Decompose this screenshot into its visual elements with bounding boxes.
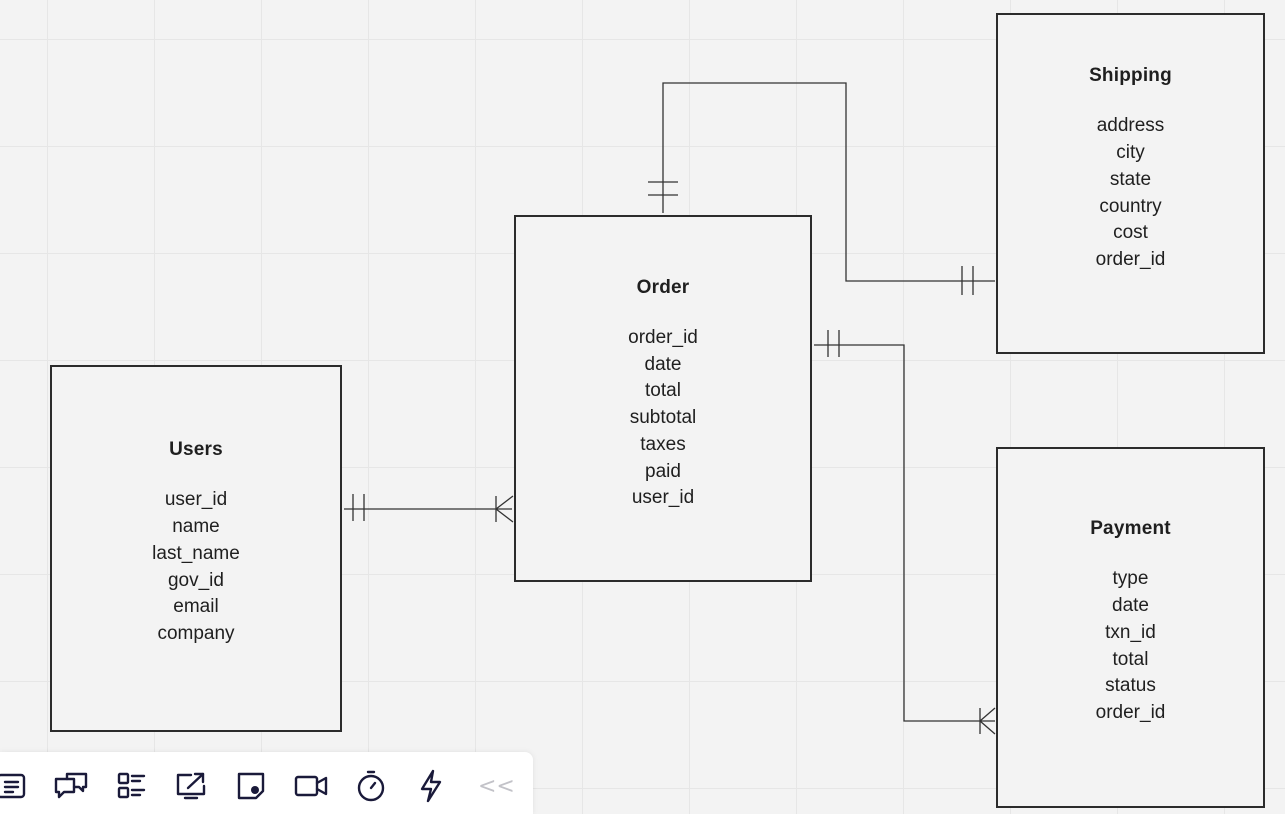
sticky-note-icon [237,772,265,800]
entity-field: type [1112,568,1149,590]
entity-field: address [1096,115,1165,137]
entity-field: order_id [1095,702,1166,724]
entity-field: total [645,380,681,402]
card-list-icon [117,772,146,799]
entity-field-list: address city state country cost order_id [1096,113,1166,274]
collapse-toolbar-button[interactable]: << [478,774,515,799]
entity-field: subtotal [629,407,697,429]
card-list-button[interactable] [111,768,151,804]
comments-icon [54,772,88,799]
entity-title: Payment [1090,518,1171,540]
timer-button[interactable] [351,768,391,804]
share-screen-button[interactable] [171,768,211,804]
entity-field: email [173,596,219,618]
timer-icon [357,770,385,802]
entity-field: paid [645,460,681,482]
bottom-toolbar: << [0,752,533,814]
entity-field: cost [1113,222,1148,244]
entity-field: user_id [164,489,228,511]
sticky-note-button[interactable] [231,768,271,804]
comments-button[interactable] [51,768,91,804]
entity-field: country [1099,195,1162,217]
video-call-icon [294,775,328,797]
entity-field: date [1112,594,1149,616]
entity-field: gov_id [167,569,224,591]
notes-list-icon [0,773,26,799]
entity-field: company [157,623,235,645]
entity-title: Shipping [1089,65,1172,87]
entity-field: user_id [631,487,695,509]
entity-field: date [644,353,682,375]
entity-field: last_name [152,542,240,564]
entity-field: city [1116,141,1145,163]
crowsfoot-payment-many-fork [979,707,996,735]
crowsfoot-order-many-fork [495,495,514,523]
entity-field: txn_id [1105,621,1156,643]
entity-field: state [1109,168,1152,190]
lightning-icon [420,769,442,803]
entity-field: order_id [628,326,698,348]
share-screen-icon [176,772,206,800]
entity-title: Users [169,439,223,461]
entity-field: total [1112,648,1149,670]
notes-list-button[interactable] [0,768,32,804]
entity-field: status [1105,675,1156,697]
entity-shipping[interactable]: Shipping address city state country cost orde… [996,13,1265,354]
video-call-button[interactable] [291,768,331,804]
lightning-button[interactable] [411,768,451,804]
entity-field: name [172,515,220,537]
connector-order-payment[interactable] [814,344,995,722]
entity-field: order_id [1095,249,1166,271]
connector-order-shipping[interactable] [662,82,995,282]
entity-field: taxes [640,433,686,455]
entity-title: Order [636,276,690,298]
